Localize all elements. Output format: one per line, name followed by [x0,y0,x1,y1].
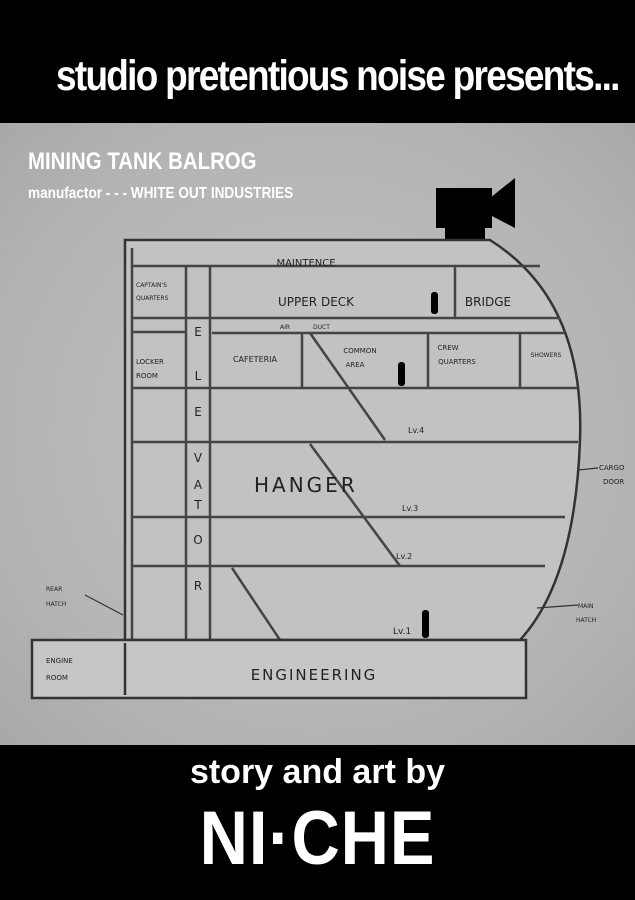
elevator-letter: A [194,478,203,492]
person-figure [431,292,438,314]
top-banner [0,0,635,123]
elevator-letter: L [195,369,202,383]
bottom-banner [0,745,635,900]
elevator-letter: R [194,579,202,593]
level-label: Lv.3 [402,504,418,513]
engineering-block [30,638,528,700]
cafeteria-label: CAFETERIA [233,355,278,364]
maintenance-label: MAINTENCE [276,258,335,269]
air-duct-label: DUCT [313,324,330,331]
captains-quarters-label: CAPTAIN'S [136,282,167,289]
locker-room-label: LOCKER [136,358,164,366]
hull-outline [123,238,582,642]
elevator-letter: V [194,451,203,465]
cargo-door-label: CARGO [599,464,625,472]
camera-icon [436,178,515,240]
captains-quarters-label: QUARTERS [136,295,169,302]
presents-heading: studio pretentious noise presents... [56,52,620,100]
author-name: NI·CHE [199,796,436,881]
manufacturer-subtitle: manufactor - - - WHITE OUT INDUSTRIES [28,185,294,202]
rear-hatch-label: REAR [46,586,62,593]
crew-quarters-label: CREW [437,344,458,352]
vehicle-title: MINING TANK BALROG [28,148,257,175]
deck-lines [130,248,578,641]
hanger-label: HANGER [254,473,358,497]
engine-room-label: ROOM [46,674,68,682]
cargo-door-label: DOOR [603,478,624,486]
person-figure [422,610,429,638]
elevator-letter: E [194,325,202,339]
crew-quarters-label: QUARTERS [438,358,476,366]
elevator-letter: E [194,405,202,419]
figures [398,292,438,638]
engineering-label: ENGINEERING [251,666,378,684]
elevator-label: E L E V A T O R [193,325,203,593]
main-hatch-label: MAIN [578,603,594,610]
main-hatch-label: HATCH [576,617,596,624]
locker-room-label: ROOM [136,372,158,380]
callout-lines [84,467,599,616]
showers-label: SHOWERS [531,352,562,359]
elevator-letter: T [193,498,202,512]
engine-room-label: ENGINE [46,657,73,665]
level-label: Lv.2 [396,552,412,561]
bridge-label: BRIDGE [465,295,511,309]
level-label: Lv.1 [393,627,411,637]
level-label: Lv.4 [408,426,424,435]
person-figure [398,362,405,386]
air-duct-label: AIR [280,324,290,331]
credit-line: story and art by [189,753,446,791]
upper-deck-label: UPPER DECK [278,295,355,309]
rear-hatch-label: HATCH [46,601,66,608]
common-area-label: COMMON [343,347,376,355]
elevator-letter: O [193,533,202,547]
common-area-label: AREA [346,361,365,369]
